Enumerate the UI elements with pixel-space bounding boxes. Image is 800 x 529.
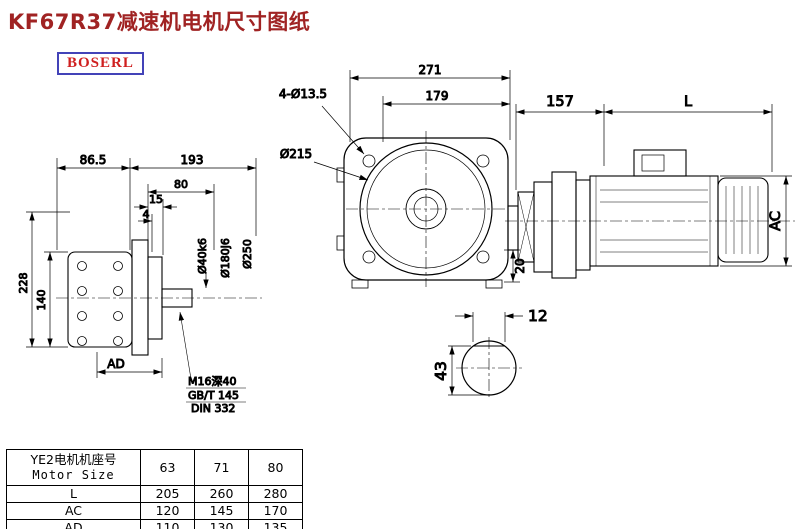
motor-side-view: 157 L AC bbox=[505, 94, 795, 279]
dim-157: 157 bbox=[546, 94, 574, 110]
front-dim-lines bbox=[313, 70, 520, 283]
motor-size-col-3: 80 bbox=[248, 449, 303, 486]
gearbox-side-view: 86.5 193 80 15 4 228 140 AD Ø40k6 Ø180j6… bbox=[17, 153, 262, 416]
dim-271: 271 bbox=[419, 63, 442, 77]
output-flange-outline bbox=[67, 239, 193, 356]
dim-key-width: 12 bbox=[528, 307, 548, 325]
brand-logo: BOSERL bbox=[57, 52, 144, 75]
dim-20: 20 bbox=[513, 258, 527, 273]
value-L-80: 280 bbox=[248, 484, 303, 503]
value-L-71: 260 bbox=[194, 484, 249, 503]
dim-L: L bbox=[684, 94, 692, 110]
value-AC-71: 145 bbox=[194, 501, 249, 520]
table-row-AC: AC 120 145 170 bbox=[6, 501, 303, 520]
spec-table: YE2电机机座号 Motor Size 63 71 80 L 205 260 2… bbox=[6, 449, 303, 529]
motor-outline bbox=[507, 149, 769, 279]
dim-15: 15 bbox=[149, 193, 163, 206]
value-AC-80: 170 bbox=[248, 501, 303, 520]
row-label-AC: AC bbox=[6, 501, 141, 520]
dim-193: 193 bbox=[181, 153, 204, 167]
input-flange-outline bbox=[336, 137, 509, 289]
row-label-L: L bbox=[6, 484, 141, 503]
value-AD-63: 110 bbox=[140, 518, 195, 529]
tap-std2: DIN 332 bbox=[191, 402, 235, 415]
dim-AD: AD bbox=[107, 357, 124, 371]
value-AD-71: 130 bbox=[194, 518, 249, 529]
tap-note: M16深40 GB/T 145 DIN 332 bbox=[178, 311, 246, 416]
dim-spigot-dia: Ø180j6 bbox=[219, 238, 232, 278]
tap-spec: M16深40 bbox=[188, 375, 237, 388]
motor-size-col-1: 63 bbox=[140, 449, 195, 486]
dim-shaft-dia: Ø40k6 bbox=[196, 238, 209, 274]
dim-80: 80 bbox=[174, 178, 188, 191]
motor-size-col-2: 71 bbox=[194, 449, 249, 486]
dim-228: 228 bbox=[17, 273, 30, 294]
table-header-en: Motor Size bbox=[32, 467, 115, 482]
dim-86-5: 86.5 bbox=[80, 153, 107, 167]
dim-AC: AC bbox=[768, 211, 784, 231]
table-row-L: L 205 260 280 bbox=[6, 484, 303, 503]
table-header-row: YE2电机机座号 Motor Size 63 71 80 bbox=[6, 449, 303, 486]
dim-140: 140 bbox=[35, 290, 48, 311]
page-title: KF67R37减速机电机尺寸图纸 bbox=[8, 10, 311, 34]
front-centerlines bbox=[346, 131, 506, 287]
dim-4: 4 bbox=[143, 208, 150, 221]
gearbox-front-view: 271 179 4-Ø13.5 Ø215 20 bbox=[278, 63, 528, 289]
table-row-AD: AD 110 130 135 bbox=[6, 518, 303, 529]
value-AC-63: 120 bbox=[140, 501, 195, 520]
value-L-63: 205 bbox=[140, 484, 195, 503]
dim-flange-dia: Ø250 bbox=[241, 239, 254, 269]
dim-shaft-height: 43 bbox=[432, 361, 450, 381]
value-AD-80: 135 bbox=[248, 518, 303, 529]
motor-details bbox=[517, 176, 759, 266]
dim-bolt-holes: 4-Ø13.5 bbox=[279, 87, 327, 101]
dim-179: 179 bbox=[426, 89, 449, 103]
dim-pilot-dia: Ø215 bbox=[280, 147, 312, 161]
section-dim-lines bbox=[448, 312, 523, 396]
motor-dim-lines bbox=[515, 104, 792, 267]
shaft-section-view: 12 43 bbox=[432, 307, 548, 400]
table-header-cn: YE2电机机座号 bbox=[30, 452, 117, 467]
tap-std1: GB/T 145 bbox=[188, 389, 239, 402]
row-label-AD: AD bbox=[6, 518, 141, 529]
